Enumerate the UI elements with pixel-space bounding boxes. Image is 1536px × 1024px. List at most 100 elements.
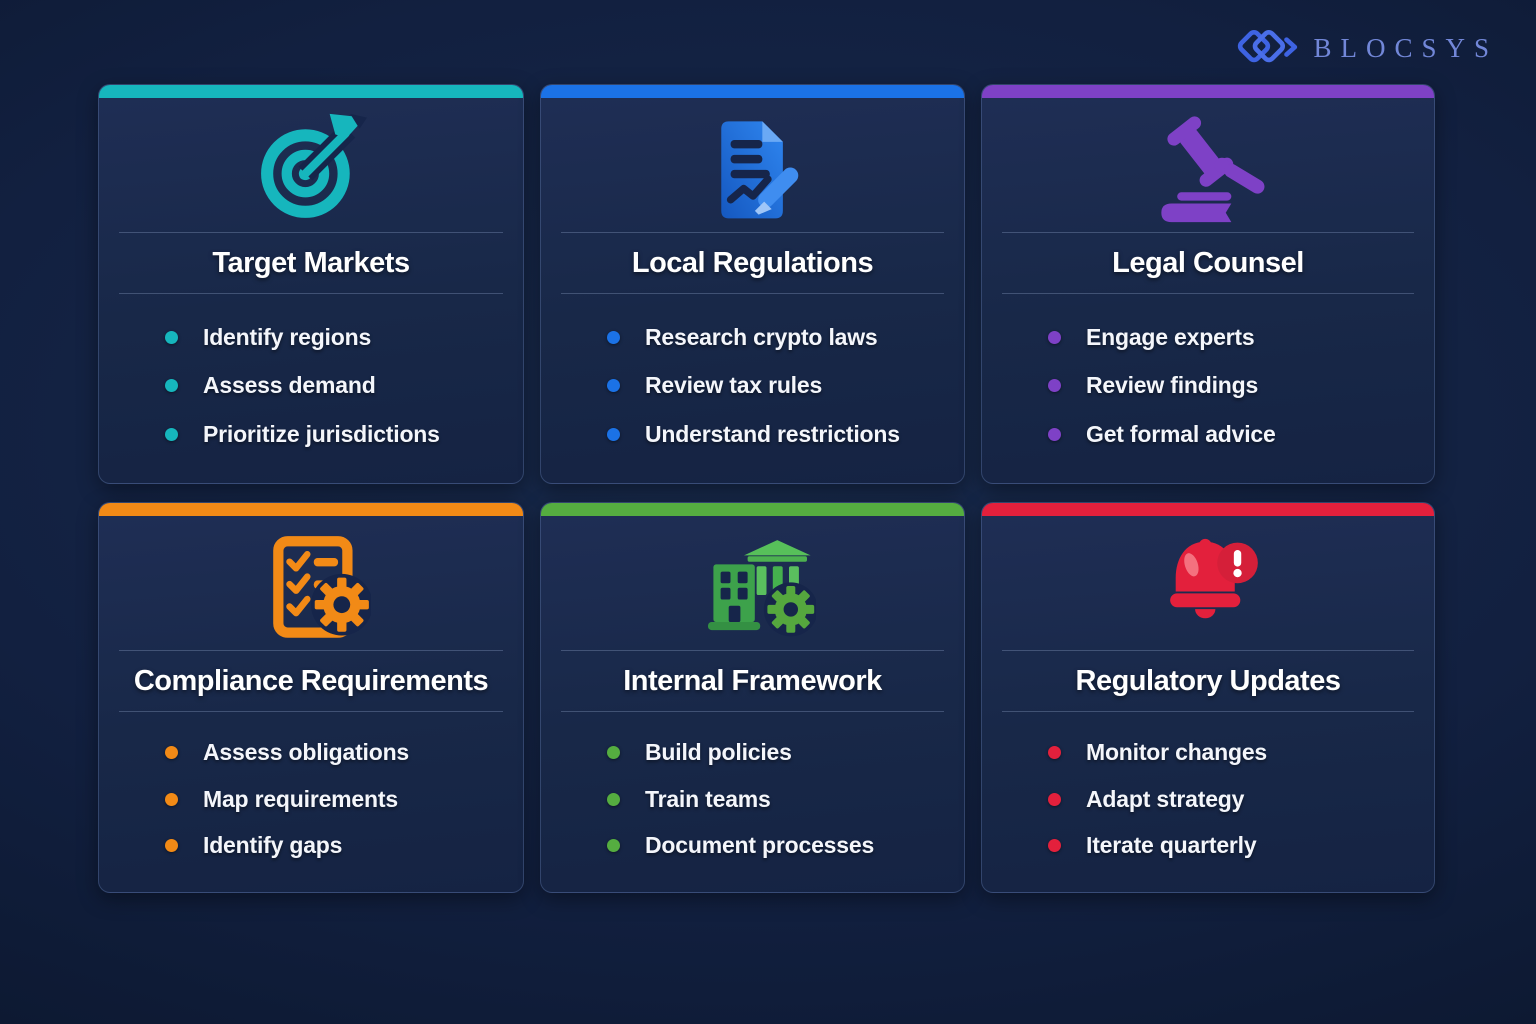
- list-item: Identify regions: [165, 324, 513, 351]
- target-icon: [261, 113, 367, 218]
- bell-alert-icon: [1170, 538, 1258, 619]
- card-target-markets: Target Markets Identify regions Assess d…: [98, 84, 524, 484]
- gavel-icon: [1161, 116, 1265, 223]
- list-item: Train teams: [607, 786, 954, 813]
- bullet-dot: [1048, 330, 1061, 344]
- item-label: Monitor changes: [1086, 739, 1268, 766]
- list-item: Build policies: [607, 739, 954, 766]
- list-item: Review findings: [1048, 372, 1424, 399]
- accent-bar: [982, 85, 1434, 98]
- bullet-dot: [1048, 838, 1061, 852]
- accent-bar: [541, 503, 964, 516]
- item-label: Assess obligations: [203, 739, 410, 766]
- card-title: Regulatory Updates: [1075, 665, 1341, 697]
- bullet-list: Monitor changes Adapt strategy Iterate q…: [982, 712, 1434, 892]
- list-item: Engage experts: [1048, 324, 1424, 351]
- list-item: Monitor changes: [1048, 739, 1424, 766]
- item-label: Identify regions: [203, 323, 372, 350]
- divider: [119, 293, 503, 294]
- brand-logo: BLOCSYS: [1231, 22, 1498, 74]
- card-regulatory-updates: Regulatory Updates Monitor changes Adapt…: [981, 502, 1435, 893]
- accent-bar: [541, 85, 964, 98]
- card-local-regulations: Local Regulations Research crypto laws R…: [540, 84, 965, 484]
- list-item: Map requirements: [165, 786, 513, 813]
- card-title: Compliance Requirements: [133, 665, 489, 697]
- bullet-dot: [1048, 746, 1061, 760]
- list-item: Review tax rules: [607, 372, 954, 399]
- list-item: Iterate quarterly: [1048, 832, 1424, 859]
- item-label: Adapt strategy: [1086, 785, 1245, 812]
- list-item: Document processes: [607, 832, 954, 859]
- card-legal-counsel: Legal Counsel Engage experts Review find…: [981, 84, 1435, 484]
- divider: [1002, 232, 1414, 233]
- bullet-dot: [607, 838, 620, 852]
- item-label: Research crypto laws: [645, 323, 878, 350]
- list-item: Prioritize jurisdictions: [165, 421, 513, 448]
- card-title: Target Markets: [212, 247, 410, 279]
- document-pen-icon: [720, 121, 798, 219]
- bullet-dot: [607, 792, 620, 806]
- bullet-list: Research crypto laws Review tax rules Un…: [541, 294, 964, 483]
- bullet-list: Build policies Train teams Document proc…: [541, 712, 964, 892]
- accent-bar: [99, 85, 523, 98]
- bullet-dot: [607, 379, 620, 392]
- bullet-dot: [1048, 427, 1061, 441]
- divider: [119, 232, 503, 233]
- bullet-dot: [607, 746, 620, 760]
- card-internal-framework: Internal Framework Build policies Train …: [540, 502, 965, 893]
- item-label: Understand restrictions: [645, 420, 900, 447]
- item-label: Iterate quarterly: [1086, 831, 1257, 858]
- divider: [561, 711, 944, 712]
- bullet-dot: [165, 330, 178, 344]
- checklist-gear-icon: [273, 536, 371, 638]
- list-item: Assess obligations: [165, 739, 513, 766]
- list-item: Research crypto laws: [607, 324, 954, 351]
- bullet-dot: [165, 792, 178, 806]
- bullet-dot: [165, 379, 178, 392]
- item-label: Document processes: [645, 831, 875, 858]
- blocsys-logo-icon: [1238, 29, 1298, 63]
- cards-grid: Target Markets Identify regions Assess d…: [98, 84, 1435, 893]
- divider: [1002, 711, 1414, 712]
- item-label: Map requirements: [203, 785, 398, 812]
- item-label: Build policies: [645, 739, 792, 766]
- list-item: Identify gaps: [165, 832, 513, 859]
- divider: [561, 650, 944, 651]
- divider: [1002, 293, 1414, 294]
- bullet-dot: [607, 330, 620, 344]
- list-item: Adapt strategy: [1048, 786, 1424, 813]
- accent-bar: [99, 503, 523, 516]
- card-title: Legal Counsel: [1112, 247, 1304, 279]
- item-label: Prioritize jurisdictions: [203, 420, 440, 447]
- item-label: Review findings: [1086, 372, 1259, 398]
- list-item: Assess demand: [165, 372, 513, 399]
- bullet-list: Engage experts Review findings Get forma…: [982, 294, 1434, 483]
- accent-bar: [982, 503, 1434, 516]
- item-label: Identify gaps: [203, 831, 343, 858]
- item-label: Get formal advice: [1086, 420, 1276, 447]
- list-item: Get formal advice: [1048, 421, 1424, 448]
- bullet-dot: [165, 427, 178, 441]
- bullet-list: Identify regions Assess demand Prioritiz…: [99, 294, 523, 483]
- item-label: Review tax rules: [645, 372, 823, 398]
- divider: [561, 293, 944, 294]
- bullet-dot: [1048, 792, 1061, 806]
- brand-logo-text: BLOCSYS: [1313, 32, 1498, 63]
- bullet-list: Assess obligations Map requirements Iden…: [99, 712, 523, 892]
- item-label: Engage experts: [1086, 323, 1255, 350]
- list-item: Understand restrictions: [607, 421, 954, 448]
- bullet-dot: [1048, 379, 1061, 392]
- bullet-dot: [165, 838, 178, 852]
- bullet-dot: [607, 427, 620, 441]
- item-label: Train teams: [645, 785, 771, 812]
- divider: [561, 232, 944, 233]
- divider: [119, 711, 503, 712]
- card-title: Internal Framework: [623, 665, 882, 697]
- item-label: Assess demand: [203, 372, 376, 398]
- building-gear-icon: [707, 540, 816, 637]
- card-compliance-requirements: Compliance Requirements Assess obligatio…: [98, 502, 524, 893]
- bullet-dot: [165, 746, 178, 760]
- divider: [119, 650, 503, 651]
- card-title: Local Regulations: [631, 247, 874, 279]
- divider: [1002, 650, 1414, 651]
